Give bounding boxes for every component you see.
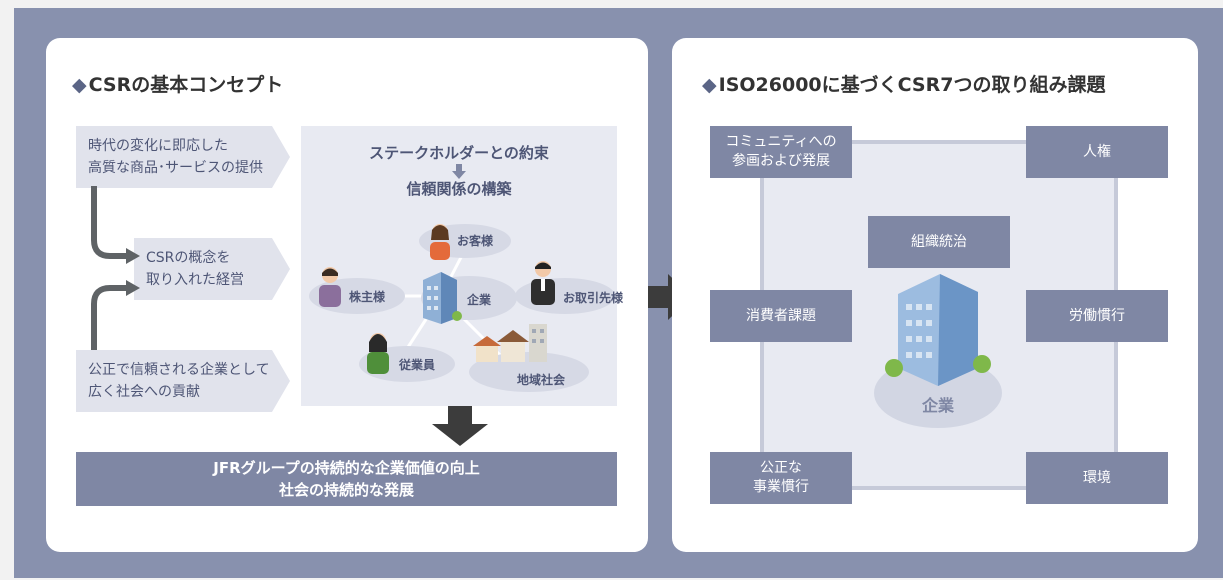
chevron-contribution-text: 公正で信頼される企業として 広く社会への貢献	[88, 362, 270, 400]
issue-labor: 労働慣行	[1026, 290, 1168, 342]
customer-person-icon	[430, 224, 450, 260]
partner-label: お取引先様	[563, 291, 624, 305]
iso26000-title-text: ISO26000に基づくCSR7つの取り組み課題	[718, 74, 1106, 96]
diamond-icon: ◆	[72, 74, 87, 96]
core-building-icon	[885, 274, 991, 386]
result-box: JFRグループの持続的な企業価値の向上 社会の持続的な発展	[76, 452, 617, 506]
csr-concept-title-text: CSRの基本コンセプト	[88, 74, 284, 96]
csr-concept-title: ◆CSRの基本コンセプト	[72, 70, 283, 97]
company-building-icon	[423, 272, 462, 324]
arrow-head-top	[126, 248, 140, 264]
shareholder-person-icon	[319, 267, 341, 307]
down-arrow-icon	[452, 164, 466, 179]
company-label: 企業	[467, 293, 492, 307]
result-line-2: 社会の持続的な発展	[278, 481, 414, 499]
issue-environment: 環境	[1026, 452, 1168, 504]
core-company-label: 企業	[921, 396, 954, 415]
connector-top-line	[91, 186, 128, 259]
stakeholder-promise: ステークホルダーとの約束	[369, 144, 549, 162]
issue-human-rights: 人権	[1026, 126, 1168, 178]
partner-person-icon	[531, 261, 555, 305]
issue-community: コミュニティへの 参画および発展	[710, 126, 852, 178]
shareholder-label: 株主様	[349, 290, 386, 304]
employee-person-icon	[367, 333, 389, 374]
chevron-csr-management: CSRの概念を 取り入れた経営	[134, 238, 290, 300]
connector-bottom-line	[91, 285, 128, 350]
chevron-csr-management-text: CSRの概念を 取り入れた経営	[146, 250, 244, 288]
connector-arrows	[91, 186, 140, 350]
issue-fair-practices: 公正な 事業慣行	[710, 452, 852, 504]
customer-label: お客様	[457, 234, 494, 248]
chevron-service-text: 時代の変化に即応した 高質な商品･サービスの提供	[88, 138, 263, 176]
employee-label: 従業員	[399, 358, 436, 372]
iso26000-title: ◆ISO26000に基づくCSR7つの取り組み課題	[702, 70, 1105, 97]
chevron-service: 時代の変化に即応した 高質な商品･サービスの提供	[76, 126, 290, 188]
issue-consumer: 消費者課題	[710, 290, 852, 342]
chevron-contribution: 公正で信頼される企業として 広く社会への貢献	[76, 350, 290, 412]
diamond-icon: ◆	[702, 74, 717, 96]
trust-relationship: 信頼関係の構築	[406, 180, 512, 198]
result-down-arrow	[432, 406, 488, 446]
community-houses-icon	[473, 324, 547, 362]
arrow-head-bottom	[126, 280, 140, 296]
stakeholder-block: ステークホルダーとの約束 信頼関係の構築	[301, 126, 623, 406]
result-line-1: JFRグループの持続的な企業価値の向上	[213, 459, 480, 477]
community-label: 地域社会	[517, 373, 566, 387]
issue-governance: 組織統治	[868, 216, 1010, 268]
